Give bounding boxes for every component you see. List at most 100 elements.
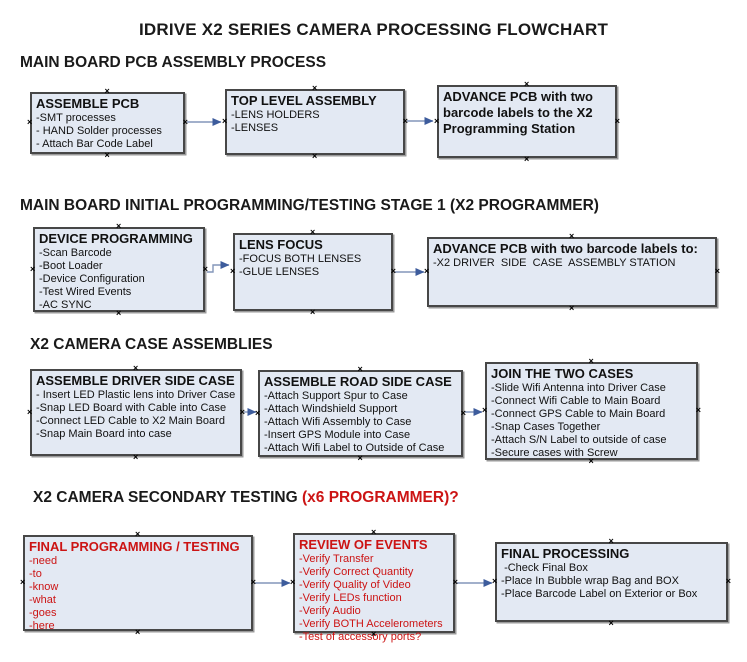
connection-point-icon bbox=[290, 578, 295, 587]
top-level-assembly-box[interactable]: TOP LEVEL ASSEMBLY -LENS HOLDERS -LENSES bbox=[225, 89, 405, 155]
box-item: -need bbox=[29, 555, 58, 567]
connection-point-icon bbox=[424, 267, 429, 276]
box-item: -Connect LED Cable to X2 Main Board bbox=[36, 415, 225, 427]
box-item: -Attach S/N Label to outside of case bbox=[491, 434, 667, 446]
box-item: -LENS HOLDERS bbox=[231, 109, 320, 121]
connection-point-icon bbox=[310, 228, 315, 237]
connection-point-icon bbox=[615, 117, 620, 126]
box-item: -LENSES bbox=[231, 122, 279, 134]
box-item: -here bbox=[29, 620, 55, 632]
box-item: -FOCUS BOTH LENSES bbox=[239, 253, 362, 265]
box-item: -Attach Wifi Assembly to Case bbox=[264, 416, 412, 428]
assemble-road-side-case-box[interactable]: ASSEMBLE ROAD SIDE CASE -Attach Support … bbox=[258, 370, 463, 457]
connection-point-icon bbox=[105, 151, 110, 160]
section-heading-secondary-testing-text: X2 CAMERA SECONDARY TESTING bbox=[33, 489, 298, 506]
box-item: -Device Configuration bbox=[39, 273, 145, 285]
box-item: -Verify BOTH Accelerometers bbox=[299, 618, 443, 630]
box-title: ASSEMBLE DRIVER SIDE CASE bbox=[36, 373, 235, 388]
box-item: -what bbox=[29, 594, 56, 606]
flowchart-title: IDRIVE X2 SERIES CAMERA PROCESSING FLOWC… bbox=[138, 20, 609, 39]
box-item: -Verify Correct Quantity bbox=[299, 566, 414, 578]
box-item: -Snap Cases Together bbox=[491, 421, 601, 433]
connection-point-icon bbox=[230, 267, 235, 276]
box-title: ASSEMBLE ROAD SIDE CASE bbox=[264, 374, 452, 389]
final-processing-box[interactable]: FINAL PROCESSING -Check Final Box -Place… bbox=[495, 542, 728, 622]
box-item: -Snap LED Board with Cable into Case bbox=[36, 402, 227, 414]
review-of-events-box[interactable]: REVIEW OF EVENTS -Verify Transfer -Verif… bbox=[290, 533, 458, 643]
box-item: -Test of accessory ports? bbox=[299, 631, 422, 643]
final-programming-testing-box[interactable]: FINAL PROGRAMMING / TESTING -need -to -k… bbox=[20, 535, 253, 632]
box-item: -GLUE LENSES bbox=[239, 266, 320, 278]
box-item: -Place Barcode Label on Exterior or Box bbox=[501, 588, 698, 600]
advance-pcb-programming-station-box[interactable]: ADVANCE PCB with two barcode labels to t… bbox=[437, 85, 617, 158]
box-item: -Slide Wifi Antenna into Driver Case bbox=[491, 382, 666, 394]
connection-point-icon bbox=[609, 619, 614, 628]
connection-point-icon bbox=[133, 453, 138, 462]
advance-pcb-driver-side-box[interactable]: ADVANCE PCB with two barcode labels to: … bbox=[427, 237, 717, 307]
connection-point-icon bbox=[524, 80, 529, 89]
box-item: - Insert LED Plastic lens into Driver Ca… bbox=[36, 389, 236, 401]
connection-point-icon bbox=[203, 265, 208, 274]
lens-focus-box[interactable]: LENS FOCUS -FOCUS BOTH LENSES -GLUE LENS… bbox=[233, 233, 393, 311]
connection-point-icon bbox=[453, 578, 458, 587]
box-title: FINAL PROGRAMMING / TESTING bbox=[29, 539, 240, 554]
connection-point-icon bbox=[310, 308, 315, 317]
box-item: -Insert GPS Module into Case bbox=[264, 429, 411, 441]
connection-point-icon bbox=[27, 118, 32, 127]
assemble-pcb-box[interactable]: ASSEMBLE PCB -SMT processes - HAND Solde… bbox=[30, 92, 185, 154]
connection-point-icon bbox=[30, 265, 35, 274]
box-item: -Attach Windshield Support bbox=[264, 403, 398, 415]
connection-point-icon bbox=[492, 577, 497, 586]
box-item: -Scan Barcode bbox=[39, 247, 112, 259]
connector-arrow[interactable] bbox=[207, 261, 230, 273]
box-item: -Snap Main Board into case bbox=[36, 428, 172, 440]
connection-point-icon bbox=[391, 267, 396, 276]
box-item: -Connect Wifi Cable to Main Board bbox=[491, 395, 661, 407]
device-programming-box[interactable]: DEVICE PROGRAMMING -Scan Barcode -Boot L… bbox=[33, 227, 205, 312]
connection-point-icon bbox=[371, 528, 376, 537]
section-heading-case-assemblies: X2 CAMERA CASE ASSEMBLIES bbox=[30, 336, 273, 353]
connection-point-icon bbox=[482, 406, 487, 415]
box-item: -Check Final Box bbox=[501, 562, 588, 574]
assemble-driver-side-case-box[interactable]: ASSEMBLE DRIVER SIDE CASE - Insert LED P… bbox=[30, 369, 242, 456]
section-heading-programmer-question: (x6 PROGRAMMER)? bbox=[297, 489, 459, 506]
connection-point-icon bbox=[255, 409, 260, 418]
box-title: LENS FOCUS bbox=[239, 237, 323, 252]
section-heading-pcb-assembly: MAIN BOARD PCB ASSEMBLY PROCESS bbox=[20, 54, 327, 71]
connection-point-icon bbox=[133, 364, 138, 373]
section-heading-initial-programming: MAIN BOARD INITIAL PROGRAMMING/TESTING S… bbox=[20, 197, 599, 214]
box-item: -Verify Transfer bbox=[299, 553, 374, 565]
box-title: JOIN THE TWO CASES bbox=[491, 366, 634, 381]
box-item: -AC SYNC bbox=[39, 299, 92, 311]
box-item: -Verify LEDs function bbox=[299, 592, 402, 604]
box-title: ADVANCE PCB with two barcode labels to t… bbox=[443, 89, 597, 136]
connection-point-icon bbox=[589, 357, 594, 366]
connection-point-icon bbox=[20, 578, 25, 587]
connection-point-icon bbox=[105, 87, 110, 96]
box-item: -Connect GPS Cable to Main Board bbox=[491, 408, 666, 420]
box-item: - HAND Solder processes bbox=[36, 125, 162, 137]
box-item: -SMT processes bbox=[36, 112, 116, 124]
connection-point-icon bbox=[240, 408, 245, 417]
box-title: ADVANCE PCB with two barcode labels to: bbox=[433, 241, 698, 256]
box-item: -X2 DRIVER SIDE CASE ASSEMBLY STATION bbox=[433, 257, 676, 269]
box-item: -to bbox=[29, 568, 42, 580]
connection-point-icon bbox=[358, 365, 363, 374]
box-item: -Test Wired Events bbox=[39, 286, 132, 298]
section-heading-secondary-testing: X2 CAMERA SECONDARY TESTING (x6 PROGRAMM… bbox=[33, 489, 459, 507]
box-item: -Attach Wifi Label to Outside of Case bbox=[264, 442, 445, 454]
box-item: -Verify Audio bbox=[299, 605, 361, 617]
connection-point-icon bbox=[135, 530, 140, 539]
connection-point-icon bbox=[569, 304, 574, 313]
box-title: REVIEW OF EVENTS bbox=[299, 537, 428, 552]
join-the-two-cases-box[interactable]: JOIN THE TWO CASES -Slide Wifi Antenna i… bbox=[485, 362, 698, 460]
box-item: -goes bbox=[29, 607, 57, 619]
box-item: -Secure cases with Screw bbox=[491, 447, 618, 459]
connection-point-icon bbox=[358, 454, 363, 463]
box-item: -know bbox=[29, 581, 59, 593]
connection-point-icon bbox=[696, 406, 701, 415]
connection-point-icon bbox=[403, 117, 408, 126]
connection-point-icon bbox=[312, 152, 317, 161]
connection-point-icon bbox=[27, 408, 32, 417]
